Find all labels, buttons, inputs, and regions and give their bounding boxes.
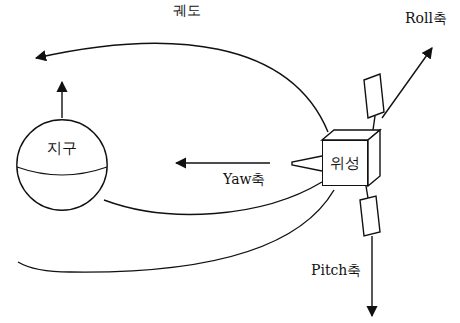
axis-label: Pitch축 <box>310 262 362 279</box>
axis-label: Roll축 <box>404 10 448 27</box>
roll-axis <box>382 48 432 118</box>
earth-outline <box>16 119 108 211</box>
node-text: 지구 <box>16 139 108 157</box>
orbit-arc <box>104 182 322 214</box>
orbit-arc <box>36 43 328 132</box>
pitch-axis <box>371 236 372 316</box>
satellite-box: 위성 <box>322 140 368 186</box>
satellite-side <box>368 130 380 186</box>
earth-axis <box>61 82 62 118</box>
earth-circle: 지구 <box>16 119 108 211</box>
panel-boom <box>373 116 375 130</box>
node-text: 위성 <box>330 154 360 172</box>
panel-boom <box>366 186 368 198</box>
antenna-horn <box>292 156 322 171</box>
solar-panel <box>360 196 380 236</box>
axis-label: Yaw축 <box>222 171 267 188</box>
yaw-axis <box>176 162 270 163</box>
orbit-label: 궤도 <box>172 2 202 19</box>
solar-panel <box>364 74 384 118</box>
